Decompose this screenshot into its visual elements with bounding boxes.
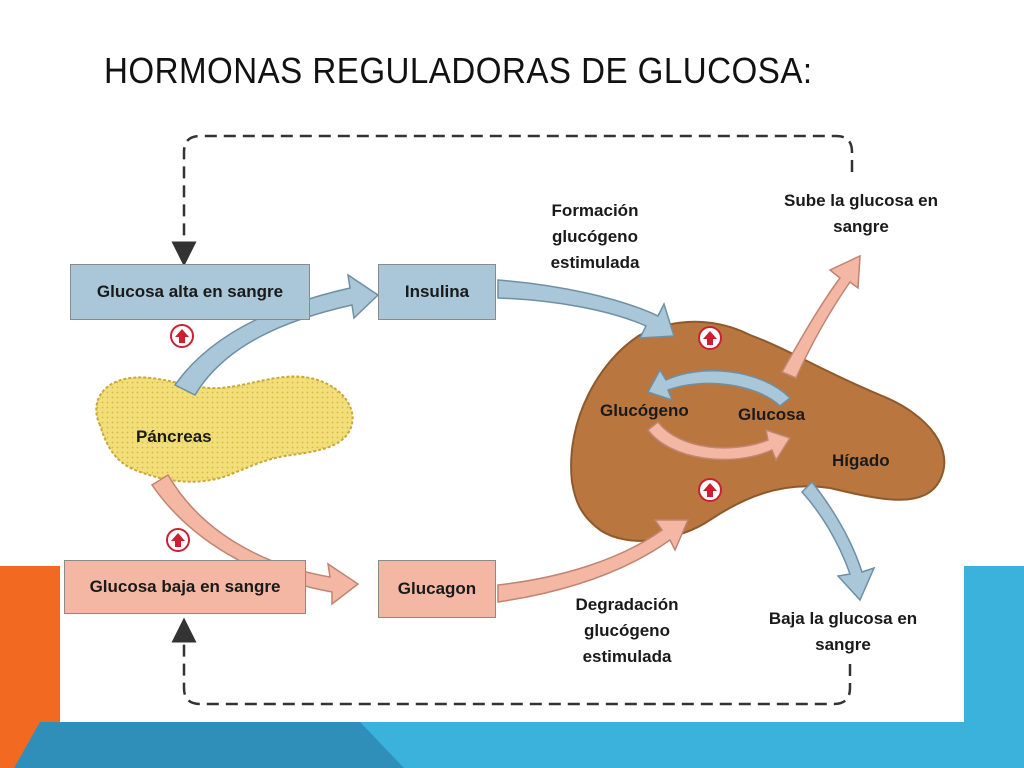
orange-corner-shape [0, 566, 60, 768]
cycle-arrow-top [646, 368, 792, 407]
glucose-regulation-diagram: Glucosa alta en sangre Insulina Glucosa … [60, 120, 964, 722]
note-sube-glucosa: Sube la glucosa en sangre [784, 191, 938, 236]
label-glucosa: Glucosa [738, 405, 806, 424]
box-glucagon: Glucagon [378, 560, 496, 618]
up-arrow-icon [170, 324, 194, 348]
slide-title: HORMONAS REGULADORAS DE GLUCOSA: [104, 50, 813, 91]
note-degradacion-glucogeno: Degradación glucógeno estimulada [575, 595, 679, 666]
box-glucosa-baja: Glucosa baja en sangre [64, 560, 306, 614]
up-arrow-icon [698, 326, 722, 350]
label-pancreas: Páncreas [136, 427, 212, 446]
box-insulina: Insulina [378, 264, 496, 320]
arrow-insulina-to-liver [497, 279, 676, 339]
label-higado: Hígado [832, 451, 890, 470]
diagram-graphics [95, 134, 946, 706]
dashed-feedback-bottom [171, 617, 852, 706]
arrow-pancreas-to-glucagon [150, 473, 360, 606]
note-baja-glucosa: Baja la glucosa en sangre [768, 609, 918, 654]
pancreas-shape [95, 375, 354, 483]
dashed-feedback-top [171, 134, 854, 267]
arrow-liver-to-baja [800, 480, 876, 602]
arrow-liver-to-sube [780, 254, 861, 379]
label-glucogeno: Glucógeno [600, 401, 689, 420]
cyan-dark-band [14, 722, 404, 768]
cycle-arrow-bottom [646, 420, 792, 462]
up-arrow-icon [166, 528, 190, 552]
box-glucosa-alta: Glucosa alta en sangre [70, 264, 310, 320]
liver-shape [570, 320, 946, 542]
arrow-glucagon-to-liver [497, 519, 690, 603]
note-formacion-glucogeno: Formación glucógeno estimulada [550, 201, 640, 272]
up-arrow-icon [698, 478, 722, 502]
